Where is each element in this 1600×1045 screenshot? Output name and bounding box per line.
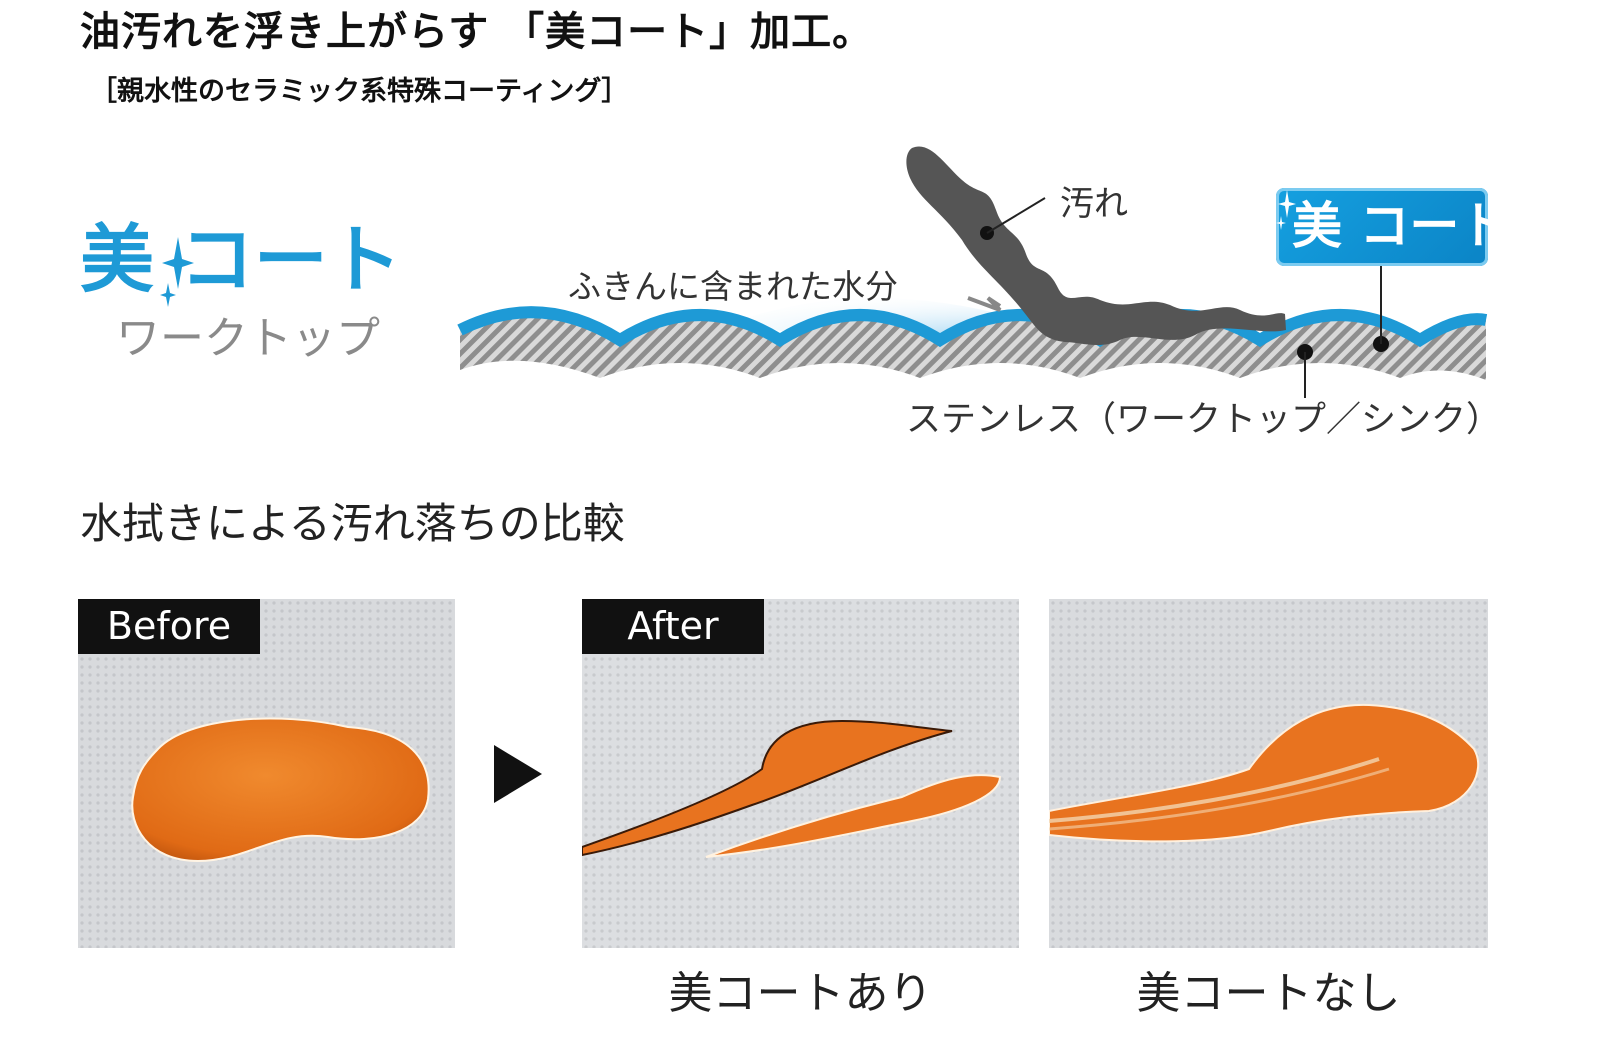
photo-without-coat [1049,599,1488,948]
sparkle-icon [1276,190,1296,230]
coating-diagram: 汚れ ふきんに含まれた水分 美 コート ステンレス（ワークトップ／シンク） [440,130,1540,480]
oil-stain-upper [582,719,953,857]
after-tag: After [582,599,764,654]
badge-text: 美 コート [1292,197,1510,255]
water-label: ふきんに含まれた水分 [568,267,898,306]
water-arrow-icon [967,296,1002,312]
dirt-shape [906,146,1286,346]
bi-coat-worktop-logo: 美 コート ワークトップ [76,215,402,385]
sparkle-icon [160,237,194,307]
coating-layer [457,306,1488,348]
page-title: 油汚れを浮き上がらす 「美コート」加工。 [80,9,874,55]
coating-cross-section [457,146,1488,398]
page-subtitle: ［親水性のセラミック系特殊コーティング］ [90,76,629,107]
caption-with-coat: 美コートあり [668,968,933,1019]
logo-main-text: 美 コート [80,217,402,303]
comparison-heading: 水拭きによる汚れ落ちの比較 [80,499,625,548]
stainless-label: ステンレス（ワークトップ／シンク） [906,400,1502,440]
oil-stain [131,717,430,863]
logo-sub-text: ワークトップ [116,313,380,364]
arrow-right-icon [494,745,542,803]
before-photo: Before [78,599,455,948]
dirt-label: 汚れ [1060,184,1128,224]
bi-coat-badge: 美 コート [1276,188,1509,266]
oil-stain-lower [705,774,1002,858]
caption-without-coat: 美コートなし [1136,968,1401,1019]
before-tag: Before [78,599,260,654]
after-photo-with-coat: After [582,599,1019,948]
